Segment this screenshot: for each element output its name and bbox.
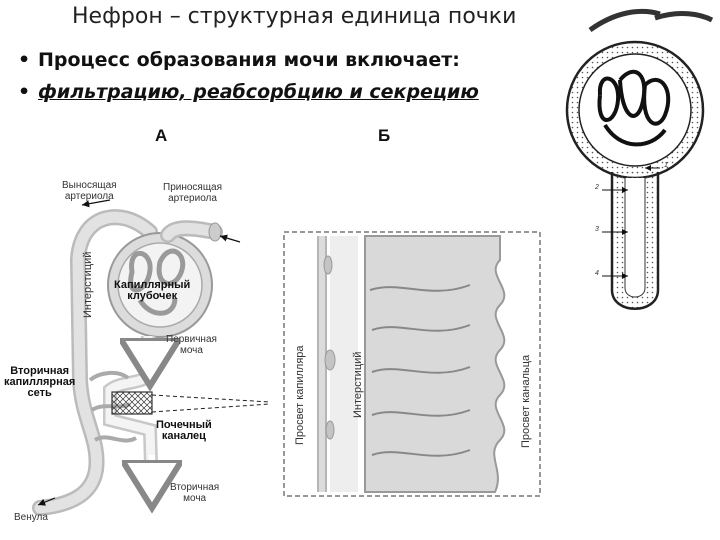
bullet-list: • Процесс образования мочи включает: • фил… (18, 44, 479, 108)
marker-number: 1 (664, 162, 668, 169)
label-secondary-urine: Вторичная моча (170, 482, 220, 504)
label-venule: Венула (14, 512, 48, 523)
bullet-dot: • (18, 81, 31, 103)
label-tubule: Почечный каналец (156, 419, 212, 442)
nephron-cross-section-drawing (565, 8, 714, 310)
marker-number: 4 (595, 270, 599, 277)
panel-a-drawing (32, 199, 271, 516)
label-interstitium-a: Интерстиций (82, 251, 94, 318)
marker-number: 3 (595, 226, 599, 233)
label-tubule-lumen: Просвет канальца (520, 354, 532, 448)
bullet-item: • фильтрацию, реабсорбцию и секрецию (18, 76, 479, 108)
label-efferent-arteriole: Выносящая артериола (62, 180, 117, 202)
panel-a-letter: А (155, 126, 168, 145)
bullet-item: • Процесс образования мочи включает: (18, 44, 479, 76)
bullet-text: Процесс образования мочи включает: (38, 49, 460, 71)
panel-b-letter: Б (378, 126, 391, 145)
bullet-text: фильтрацию, реабсорбцию и секрецию (38, 81, 479, 103)
marker-number: 2 (595, 184, 599, 191)
slide-title: Нефрон – структурная единица почки (72, 4, 517, 29)
panel-b-drawing (283, 231, 541, 497)
label-primary-urine: Первичная моча (166, 334, 217, 356)
label-afferent-arteriole: Приносящая артериола (163, 182, 223, 204)
label-glomerulus: Капиллярный клубочек (114, 279, 191, 302)
label-secondary-capillary-net: Вторичная капиллярная сеть (4, 365, 76, 399)
bullet-dot: • (18, 49, 31, 71)
label-interstitium-b: Интерстиций (352, 351, 364, 418)
label-capillary-lumen: Просвет капилляра (294, 345, 306, 445)
